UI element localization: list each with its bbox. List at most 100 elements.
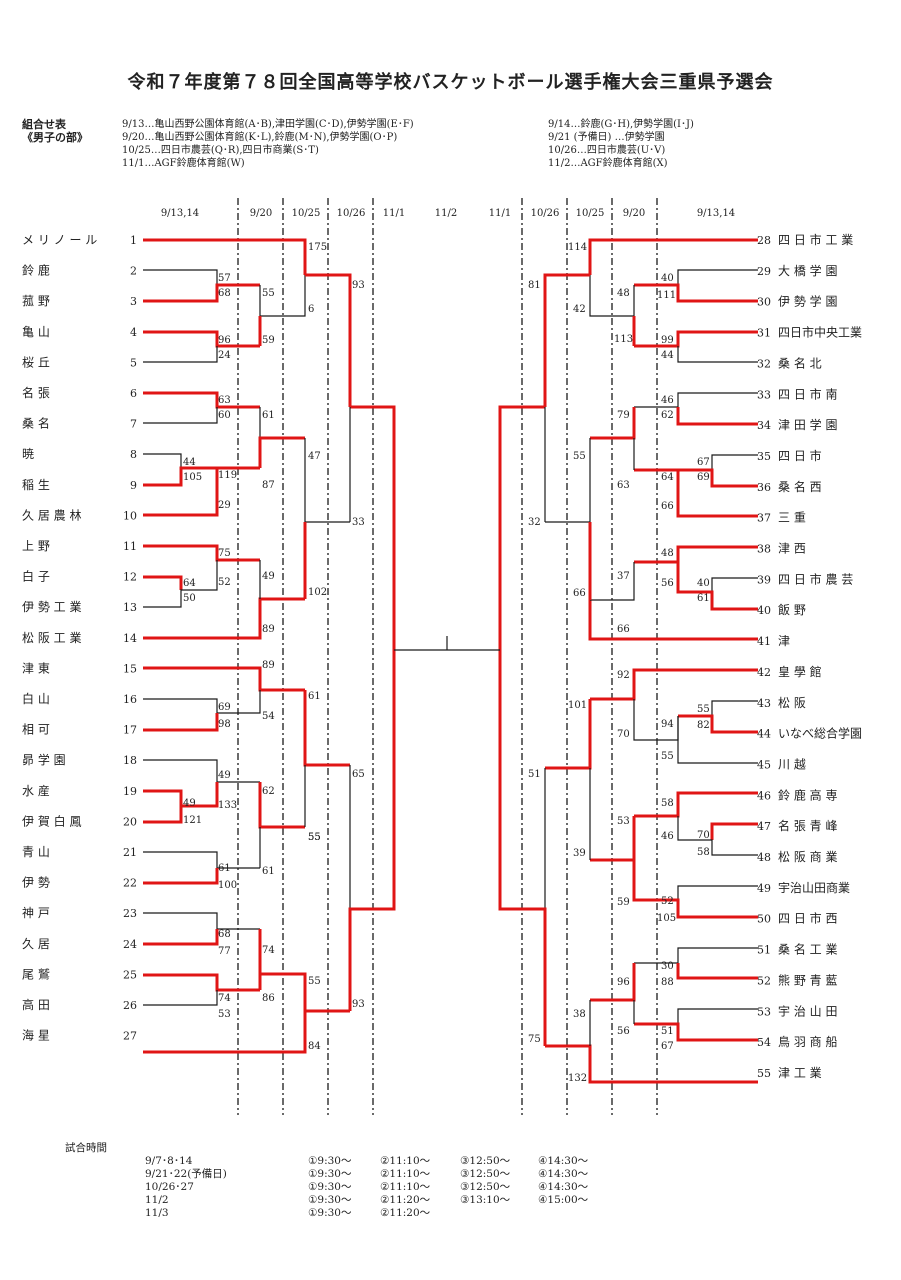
team-name: 白 子 — [22, 569, 50, 584]
team-name: 鳥 羽 商 船 — [778, 1034, 837, 1049]
game-score: 53 — [617, 816, 630, 827]
team-seed: 24 — [123, 938, 137, 951]
bracket-line — [143, 990, 218, 1006]
winner-path — [678, 714, 758, 734]
bracket-line — [143, 269, 218, 285]
team-name: 鈴 鹿 高 専 — [778, 787, 837, 802]
timing-label: 試合時間 — [65, 1142, 107, 1154]
team-name: 桜 丘 — [22, 355, 50, 369]
team-name: 相 可 — [22, 723, 50, 737]
team-seed: 33 — [757, 388, 771, 401]
team-seed: 39 — [757, 573, 771, 586]
schedule-line: 10/26…四日市農芸(U･V) — [548, 145, 666, 156]
game-score: 61 — [697, 593, 710, 604]
game-score: 40 — [697, 578, 710, 589]
game-score: 68 — [218, 929, 231, 940]
team-name: 昴 学 園 — [22, 752, 66, 767]
round-header: 9/13,14 — [161, 208, 199, 219]
game-score: 105 — [183, 472, 202, 483]
winner-path — [143, 868, 219, 885]
timing-date: 11/2 — [145, 1194, 169, 1206]
team-name: 熊 野 青 藍 — [778, 972, 837, 987]
game-score: 88 — [661, 977, 674, 988]
team-name: 津 — [778, 634, 790, 648]
team-name: 高 田 — [22, 997, 50, 1012]
schedule-line: 9/21 (予備日) …伊勢学園 — [548, 132, 665, 143]
winner-path — [143, 575, 183, 590]
team-name: 伊 勢 工 業 — [22, 599, 81, 614]
game-score: 55 — [308, 832, 321, 843]
section-label: 組合せ表 — [22, 118, 66, 131]
game-score: 52 — [218, 577, 231, 588]
team-name: 菰 野 — [22, 294, 50, 308]
timing-slot: ②11:10～ — [380, 1168, 431, 1180]
timing-date: 9/21･22(予備日) — [145, 1168, 227, 1180]
team-seed: 31 — [757, 327, 771, 340]
winner-path — [258, 958, 307, 1011]
bracket-line — [711, 454, 758, 470]
winner-path — [676, 562, 758, 611]
game-score: 66 — [573, 588, 586, 599]
winner-path — [710, 822, 758, 840]
timing-slot: ④15:00～ — [538, 1194, 589, 1206]
game-score: 77 — [218, 946, 231, 957]
game-score: 62 — [262, 786, 275, 797]
bracket-line — [143, 407, 218, 424]
game-score: 66 — [661, 501, 674, 512]
team-name: 四 日 市 南 — [778, 386, 837, 401]
team-seed: 26 — [123, 999, 137, 1012]
team-name: 松 阪 — [778, 696, 806, 710]
team-name: 伊 勢 学 園 — [778, 294, 837, 309]
team-name: 津 田 学 園 — [778, 417, 837, 432]
game-score: 89 — [262, 624, 275, 635]
game-score: 58 — [697, 847, 710, 858]
game-score: 63 — [218, 395, 231, 406]
team-seed: 43 — [757, 697, 771, 710]
team-seed: 17 — [123, 724, 137, 737]
game-score: 61 — [262, 410, 275, 421]
winner-path — [305, 273, 352, 407]
game-score: 55 — [262, 288, 275, 299]
division-label: 《男子の部》 — [22, 131, 88, 144]
team-name: いなべ総合学園 — [778, 726, 862, 741]
winner-path — [634, 545, 758, 564]
game-score: 102 — [308, 587, 327, 598]
winner-path — [634, 791, 758, 818]
team-name: 神 戸 — [22, 906, 50, 920]
team-seed: 49 — [757, 882, 771, 895]
team-seed: 48 — [757, 851, 771, 864]
timing-slot: ②11:20～ — [380, 1194, 431, 1206]
game-score: 33 — [352, 517, 365, 528]
bracket-line — [677, 1008, 758, 1024]
team-seed: 44 — [757, 728, 771, 741]
team-name: 四 日 市 農 芸 — [778, 571, 853, 586]
bracket-line — [677, 885, 758, 900]
team-name: 宇治山田商業 — [778, 880, 850, 895]
game-score: 70 — [697, 830, 710, 841]
schedule-line: 9/20…亀山西野公園体育館(K･L),鈴鹿(M･N),伊勢学園(O･P) — [122, 132, 398, 143]
timing-slot: ②11:10～ — [380, 1155, 431, 1167]
winner-path — [678, 468, 758, 488]
team-name: 上 野 — [22, 539, 50, 553]
game-score: 59 — [262, 335, 275, 346]
team-seed: 54 — [757, 1036, 771, 1049]
team-name: 四 日 市 西 — [778, 911, 837, 926]
winner-path — [143, 713, 219, 732]
game-score: 101 — [568, 700, 587, 711]
timing-date: 10/26･27 — [145, 1181, 194, 1193]
team-name: 四 日 市 — [778, 448, 822, 463]
team-seed: 37 — [757, 512, 771, 525]
team-name: 大 橋 学 園 — [778, 263, 837, 278]
team-name: 四日市中央工業 — [778, 325, 862, 340]
game-score: 61 — [308, 691, 321, 702]
winner-path — [143, 283, 260, 303]
bracket-line — [634, 947, 758, 964]
team-seed: 11 — [123, 540, 137, 553]
team-name: 水 産 — [22, 783, 50, 798]
game-score: 84 — [308, 1041, 321, 1052]
bracket-line — [711, 577, 758, 592]
round-header: 11/2 — [435, 208, 457, 219]
timing-slot: ④14:30～ — [538, 1155, 589, 1167]
team-name: 暁 — [22, 447, 34, 461]
game-score: 55 — [661, 751, 674, 762]
